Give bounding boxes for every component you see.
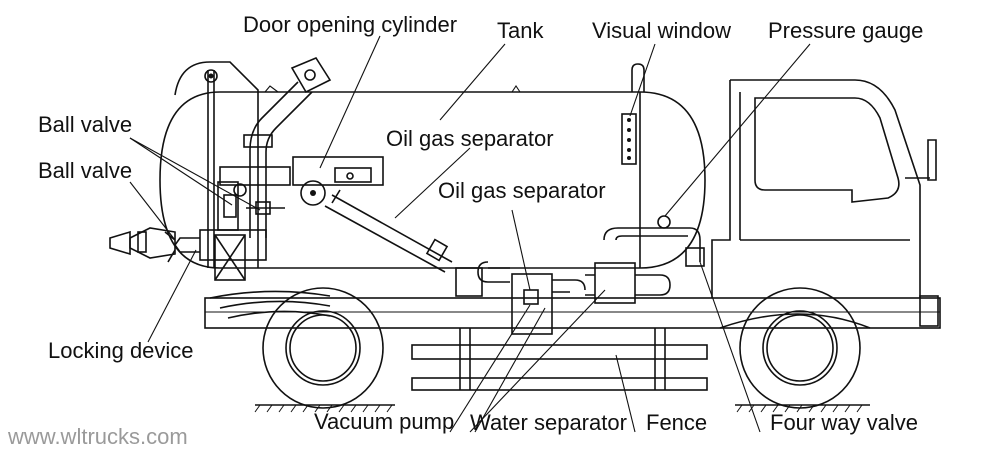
front-fender: [719, 313, 871, 329]
front-wheel: [739, 287, 861, 409]
visual-window: [621, 63, 645, 165]
truck-cab: [711, 79, 939, 327]
pressure-gauge: [603, 215, 705, 267]
diagram-labels: Door opening cylinder Tank Visual window…: [7, 12, 923, 449]
chassis-frame: [204, 290, 941, 329]
rear-wheel: [262, 287, 384, 409]
label-tank: Tank: [497, 18, 544, 43]
tank-body: [159, 61, 706, 281]
label-four-way-valve: Four way valve: [770, 410, 918, 435]
label-fence: Fence: [646, 410, 707, 435]
label-visual-window: Visual window: [592, 18, 731, 43]
fence-guard: [411, 328, 708, 391]
label-oil-gas-separator-2: Oil gas separator: [438, 178, 606, 203]
label-door-opening-cylinder: Door opening cylinder: [243, 12, 457, 37]
label-locking-device: Locking device: [48, 338, 194, 363]
label-pressure-gauge: Pressure gauge: [768, 18, 923, 43]
label-oil-gas-separator-1: Oil gas separator: [386, 126, 554, 151]
water-separator: [585, 262, 671, 304]
label-vacuum-pump: Vacuum pump: [314, 409, 454, 434]
leader-lines: [129, 35, 811, 433]
ground-lines: [254, 404, 870, 413]
door-opening-cylinder: [219, 156, 384, 206]
watermark-text: www.wltrucks.com: [7, 424, 188, 449]
label-ball-valve-2: Ball valve: [38, 158, 132, 183]
hydraulic-cylinder: [324, 189, 483, 297]
rear-inlet-valves: [109, 181, 285, 263]
label-ball-valve-1: Ball valve: [38, 112, 132, 137]
suction-pipe: [243, 57, 332, 238]
vacuum-pump: [477, 261, 586, 335]
label-water-separator: Water separator: [470, 410, 627, 435]
